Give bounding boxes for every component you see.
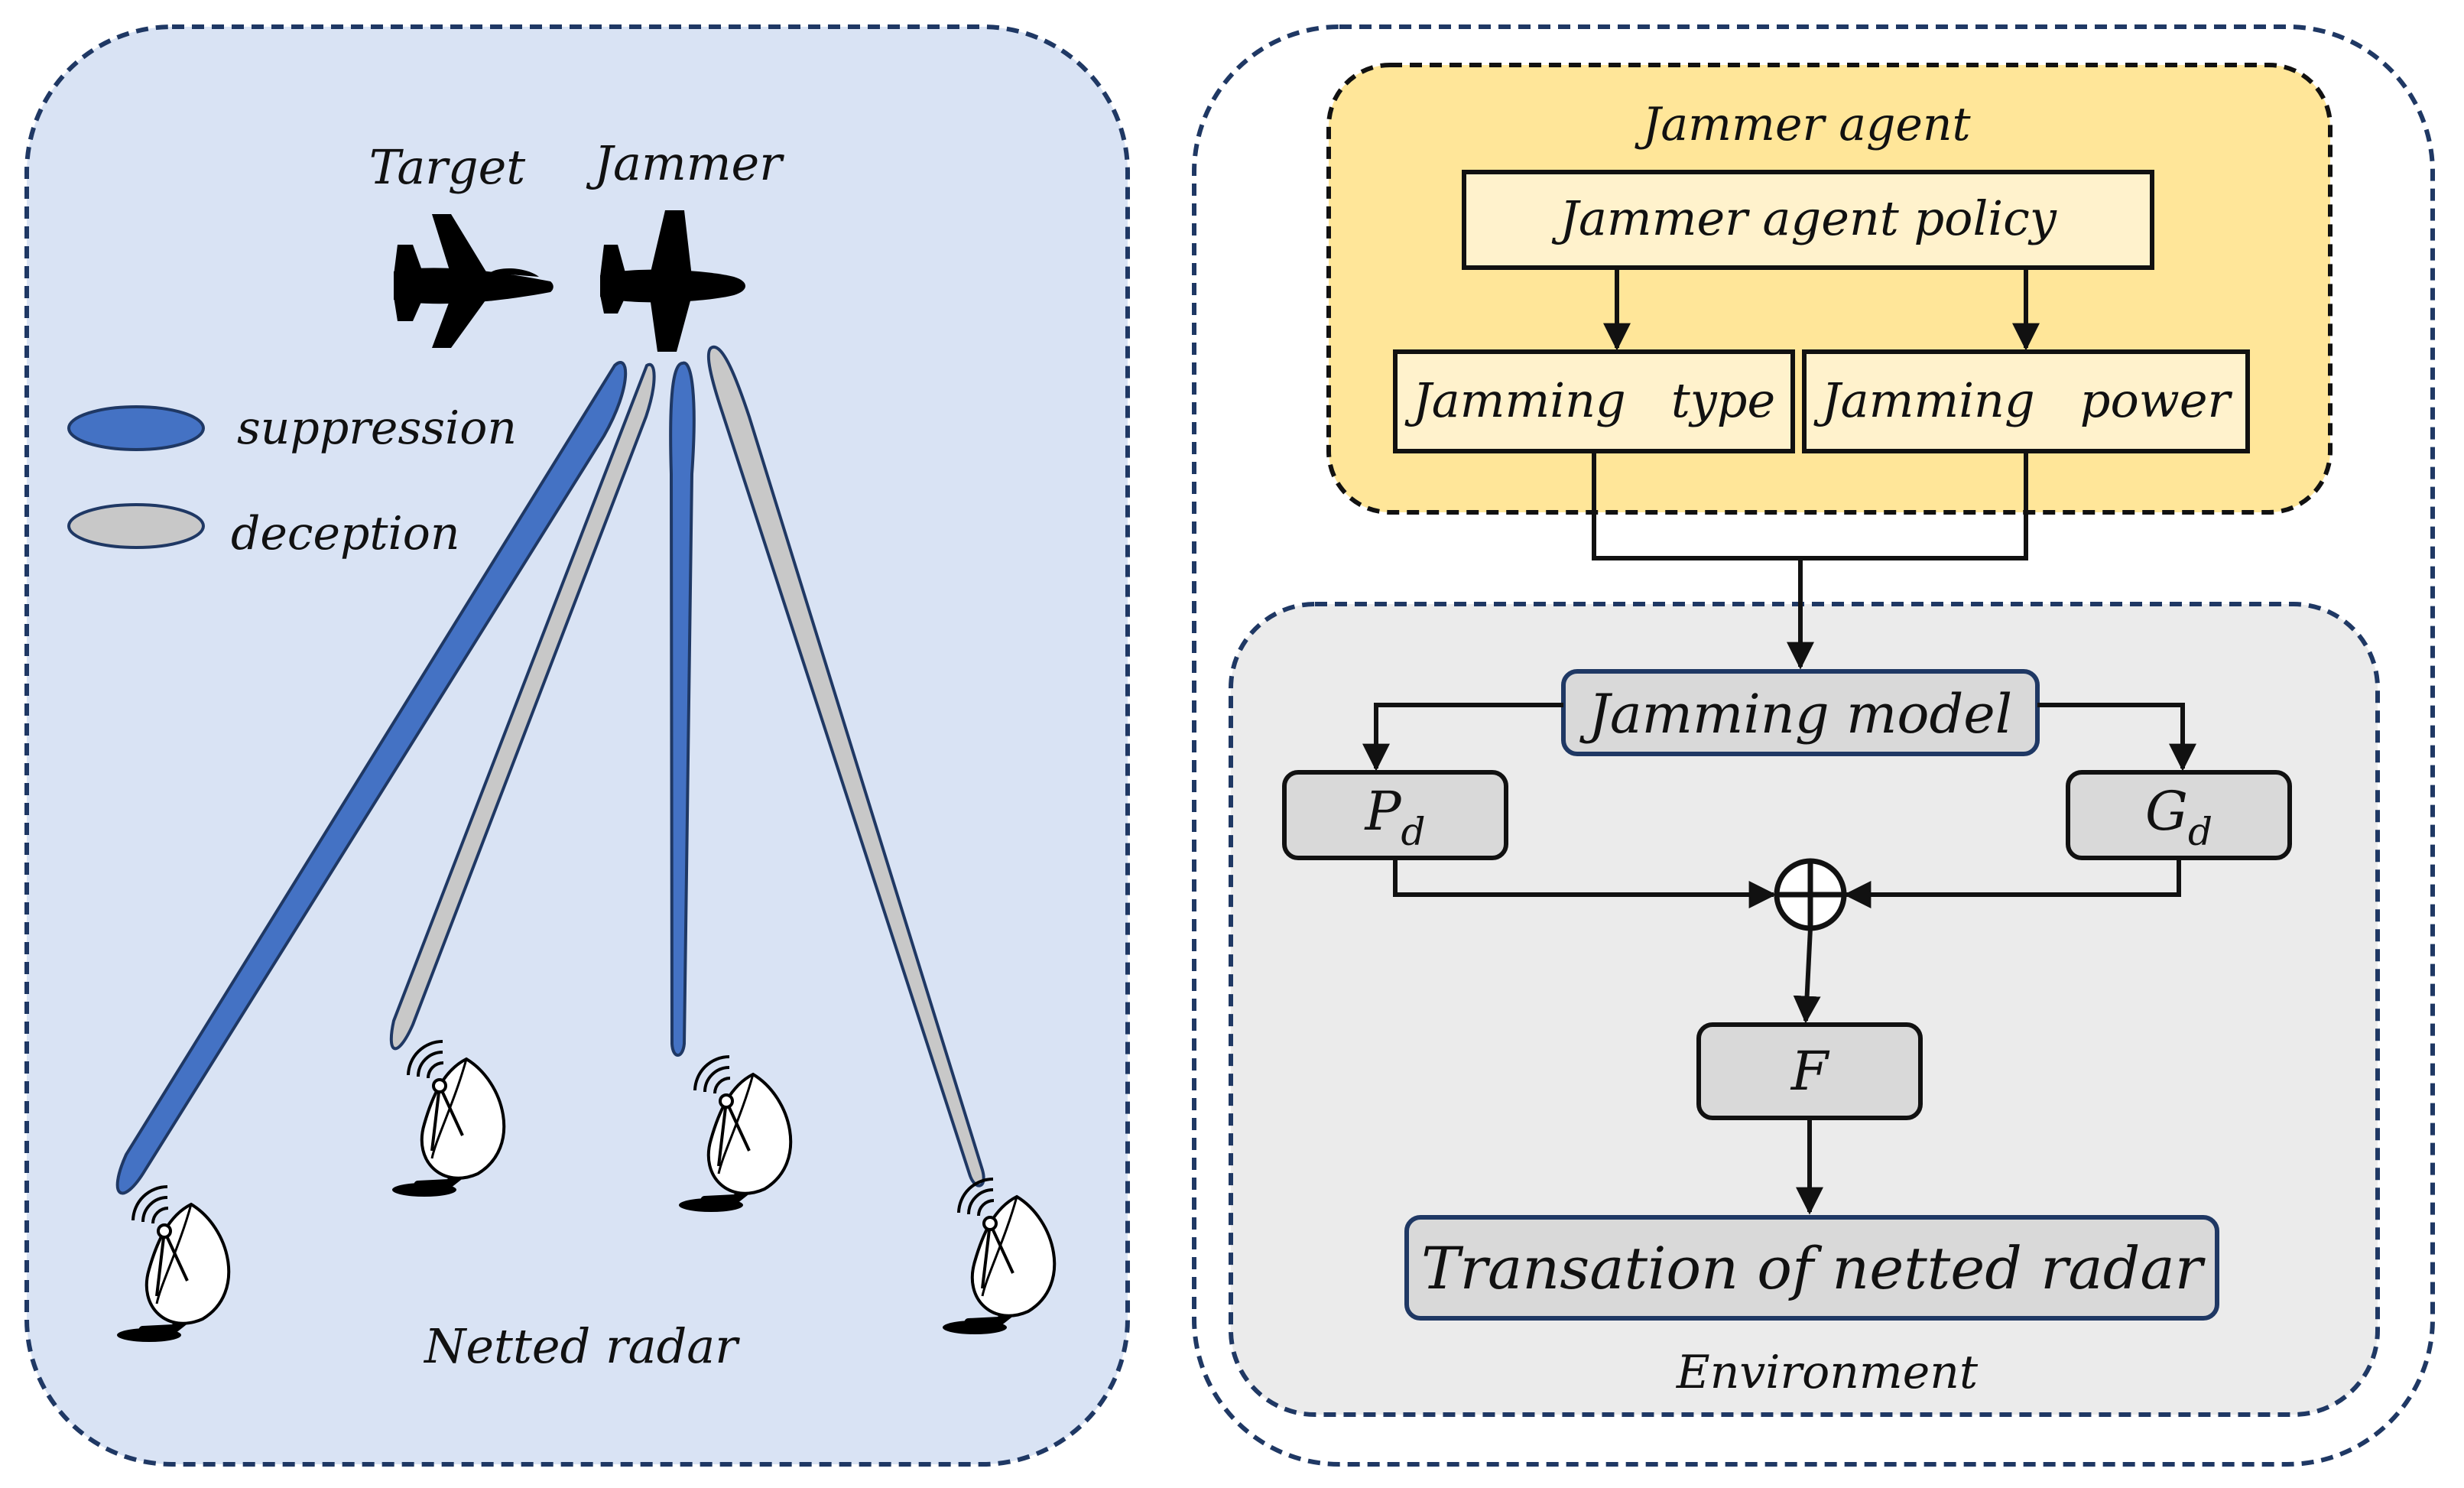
fighter-jet-icon	[394, 214, 554, 348]
jamming-power-box	[1802, 349, 2250, 453]
legend-deception-swatch	[67, 503, 205, 549]
gd-label: Gd	[2145, 780, 2212, 854]
jamming-type-label: Jamming type	[1404, 372, 1775, 428]
legend-deception-label: deception	[231, 507, 460, 560]
sum-operator-icon	[1774, 858, 1847, 931]
jamming-model-box	[1561, 669, 2040, 756]
jamming-model-label: Jamming model	[1579, 683, 2012, 746]
f-label: F	[1790, 1040, 1830, 1103]
suppression-beam-1	[115, 361, 628, 1195]
jamming-power-label: Jamming power	[1813, 372, 2233, 428]
transation-label: Transation of netted radar	[1421, 1234, 2206, 1302]
arrow-model-to-pd	[1362, 703, 1563, 772]
connector-type-power-merge	[1592, 451, 2028, 560]
legend-suppression-label: suppression	[237, 401, 517, 455]
netted-radar-panel	[24, 24, 1130, 1467]
deception-beam-1	[389, 362, 656, 1051]
pd-label: Pd	[1363, 780, 1425, 854]
legend-suppression-swatch	[67, 405, 205, 451]
jammer-agent-title: Jammer agent	[1634, 98, 1971, 151]
arrow-gd-to-sum	[1843, 858, 2181, 908]
arrow-sum-to-f	[1793, 928, 1821, 1024]
jammer-agent-policy-label: Jammer agent policy	[1551, 190, 2057, 246]
environment-caption: Environment	[1676, 1346, 1979, 1399]
suppression-beam-2	[669, 361, 696, 1057]
netted-radar-caption: Netted radar	[423, 1318, 740, 1374]
airliner-icon	[600, 210, 745, 352]
arrow-model-to-gd	[2037, 703, 2196, 772]
transation-box	[1404, 1215, 2219, 1321]
jamming-type-box	[1393, 349, 1795, 453]
legend: suppression deception	[67, 401, 517, 560]
jammer-agent-policy-box	[1462, 170, 2154, 270]
target-label: Target	[369, 139, 526, 195]
deception-beam-2	[706, 345, 985, 1187]
jammer-label: Jammer	[586, 135, 784, 191]
arrow-pd-to-sum	[1393, 858, 1777, 908]
jamming-beams	[115, 345, 985, 1195]
